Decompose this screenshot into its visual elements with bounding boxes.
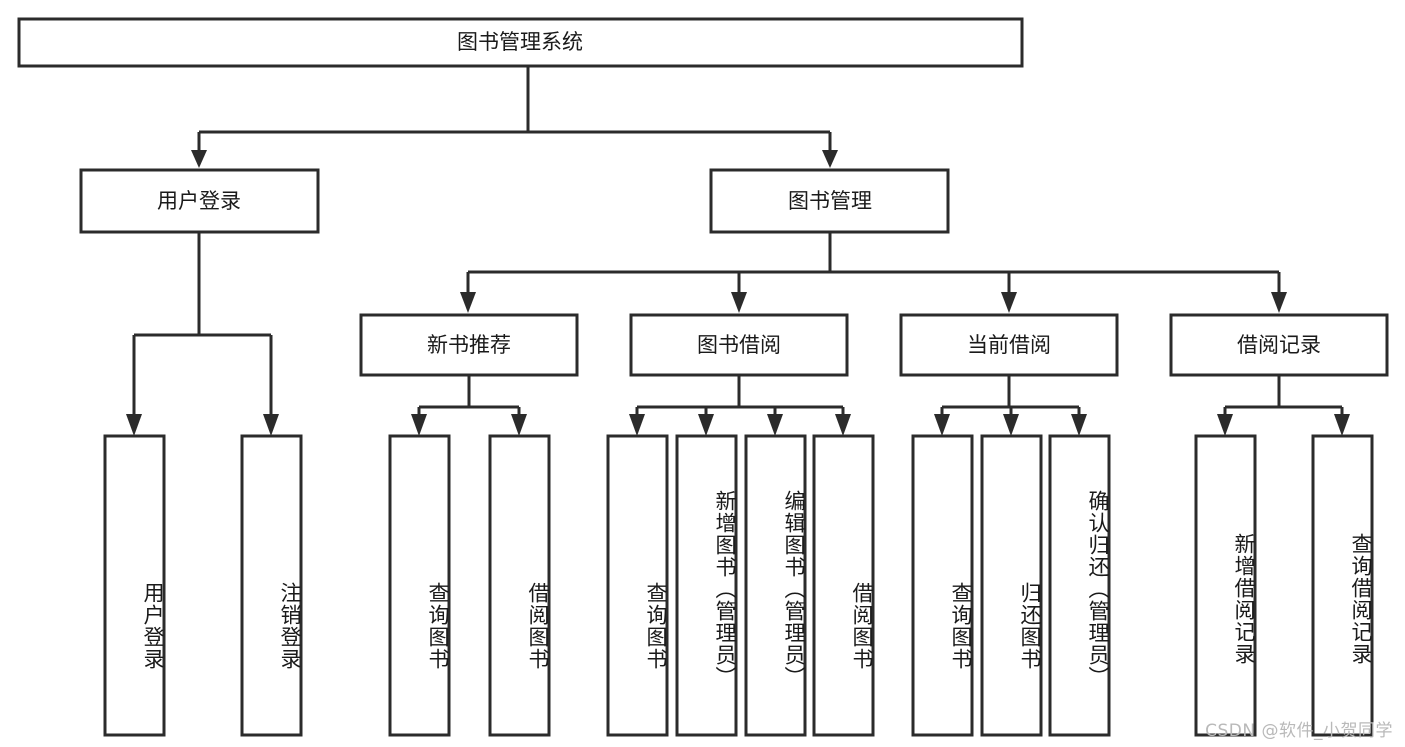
leaf-query-book-2-box[interactable] — [606, 434, 669, 737]
leaf-add-record-box[interactable] — [1194, 434, 1257, 737]
leaf-confirm-return-box[interactable] — [1048, 434, 1111, 737]
arrow-to-new-book-recommend — [460, 292, 476, 313]
arrow-br-leaf1 — [1217, 414, 1233, 436]
node-new-book-recommend-label: 新书推荐 — [427, 333, 511, 357]
leaf-return-book-box[interactable] — [980, 434, 1043, 737]
node-book-management-label: 图书管理 — [788, 189, 872, 213]
node-book-borrow-label: 图书借阅 — [697, 333, 781, 357]
arrow-to-borrow-record — [1271, 292, 1287, 313]
node-book-management-box[interactable] — [709, 168, 950, 234]
node-root-label: 图书管理系统 — [457, 30, 583, 54]
leaf-logout-login-box[interactable] — [240, 434, 303, 737]
arrow-cb-leaf1 — [934, 414, 950, 436]
leaf-query-record-box[interactable] — [1311, 434, 1374, 737]
leaf-borrow-book-2-box[interactable] — [812, 434, 875, 737]
arrow-bb-leaf4 — [835, 414, 851, 436]
arrow-nbr-leaf1 — [411, 414, 427, 436]
arrow-user-login-leaf2 — [263, 414, 279, 436]
arrow-user-login-leaf1 — [126, 414, 142, 436]
arrow-to-current-borrow — [1001, 292, 1017, 313]
arrow-bb-leaf2 — [698, 414, 714, 436]
arrow-bb-leaf3 — [767, 414, 783, 436]
node-root-box[interactable] — [17, 17, 1024, 68]
arrow-br-leaf2 — [1334, 414, 1350, 436]
arrow-cb-leaf2 — [1003, 414, 1019, 436]
leaf-edit-book-box[interactable] — [744, 434, 807, 737]
csdn-watermark: CSDN @软件_小贺同学 — [1205, 721, 1393, 741]
node-borrow-record-box[interactable] — [1169, 313, 1389, 377]
node-current-borrow-box[interactable] — [899, 313, 1119, 377]
node-book-borrow-box[interactable] — [629, 313, 849, 377]
leaf-query-book-1-box[interactable] — [388, 434, 451, 737]
arrow-bb-leaf1 — [629, 414, 645, 436]
arrow-root-to-book-management — [822, 150, 838, 168]
node-current-borrow-label: 当前借阅 — [967, 333, 1051, 357]
leaf-borrow-book-1-box[interactable] — [488, 434, 551, 737]
node-user-login-label: 用户登录 — [157, 189, 241, 213]
leaf-query-book-3-box[interactable] — [911, 434, 974, 737]
node-new-book-recommend-box[interactable] — [359, 313, 579, 377]
arrow-nbr-leaf2 — [511, 414, 527, 436]
node-borrow-record-label: 借阅记录 — [1237, 333, 1321, 357]
leaf-add-book-box[interactable] — [675, 434, 738, 737]
leaf-user-login-box[interactable] — [103, 434, 166, 737]
arrow-to-book-borrow — [731, 292, 747, 313]
arrow-root-to-user-login — [191, 150, 207, 168]
arrow-cb-leaf3 — [1071, 414, 1087, 436]
